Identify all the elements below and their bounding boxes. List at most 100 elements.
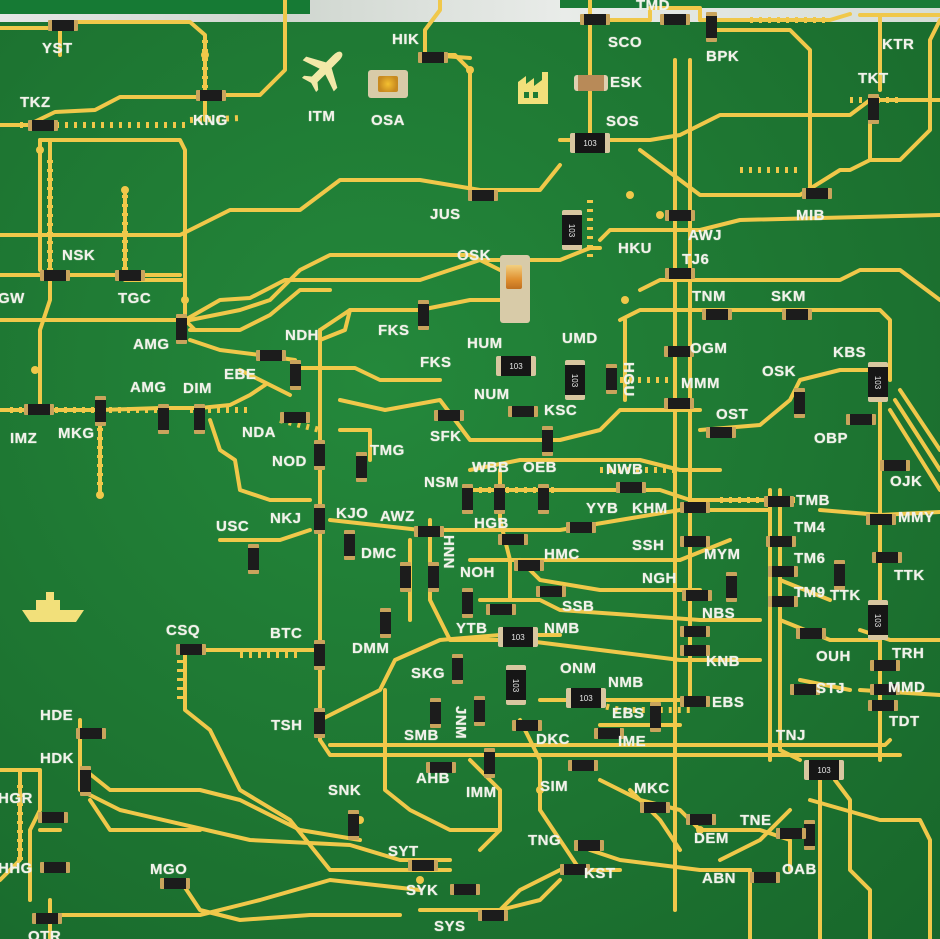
smd-chip-sys <box>478 910 508 921</box>
smd-chip-hmc <box>514 560 544 571</box>
smd-chip-tdt <box>868 700 898 711</box>
resistor-marking: 103 <box>511 632 525 642</box>
smd-chip-tm6 <box>768 566 798 577</box>
smd-chip-imm <box>484 748 495 778</box>
label-nbs: NBS <box>702 605 736 622</box>
smd-chip-jnm <box>474 696 485 726</box>
label-ttk-a: TTK <box>894 567 925 584</box>
smd-chip-ime <box>594 728 624 739</box>
smd-chip-ouh <box>796 628 826 639</box>
label-hku: HKU <box>618 240 652 257</box>
label-obp: OBP <box>814 430 849 447</box>
smd-chip-mgo <box>160 878 190 889</box>
label-ahb: AHB <box>416 770 450 787</box>
smd-chip-mkg <box>95 396 106 426</box>
label-ytb: YTB <box>456 620 488 637</box>
label-btc: BTC <box>270 625 303 642</box>
label-fks-mid: FKS <box>420 354 452 371</box>
label-hmc: HMC <box>544 546 580 563</box>
smd-chip-usc <box>248 544 259 574</box>
label-nod: NOD <box>272 453 307 470</box>
resistor-marking: 103 <box>583 138 597 148</box>
resistor-nmb-b: 103 <box>566 688 606 708</box>
label-dmc: DMC <box>361 545 397 562</box>
label-tj6: TJ6 <box>682 251 710 268</box>
label-snk: SNK <box>328 782 362 799</box>
label-tkt: TKT <box>858 70 889 87</box>
resistor-ttk: 103 <box>868 600 888 640</box>
label-stj: STJ <box>816 680 846 697</box>
smd-chip-tkz <box>28 120 58 131</box>
resistor-marking: 103 <box>579 693 593 703</box>
label-tmg: TMG <box>370 442 405 459</box>
smd-chip-tmg <box>356 452 367 482</box>
resistor-sos: 103 <box>570 133 610 153</box>
label-awj: AWJ <box>688 227 723 244</box>
label-awz: AWZ <box>380 508 415 525</box>
label-ksc: KSC <box>544 402 578 419</box>
label-trh: TRH <box>892 645 925 662</box>
smd-chip-mmd <box>870 684 900 695</box>
label-ngh: NGH <box>642 570 677 587</box>
smd-chip-ngh <box>536 586 566 597</box>
label-syt: SYT <box>388 843 419 860</box>
label-tsh: TSH <box>271 717 303 734</box>
smd-chip-nod <box>314 440 325 470</box>
smd-chip-awj <box>665 210 695 221</box>
factory-icon <box>518 72 548 104</box>
label-skg: SKG <box>411 665 446 682</box>
label-noh: NOH <box>460 564 495 581</box>
smd-chip-trh <box>870 660 900 671</box>
smd-chip-hgb <box>498 534 528 545</box>
label-mkc: MKC <box>634 780 670 797</box>
smd-chip-abn <box>750 872 780 883</box>
smd-chip-skg <box>452 654 463 684</box>
led-osa <box>368 70 408 98</box>
label-tm6: TM6 <box>794 550 826 567</box>
smd-chip-nbs-a <box>682 590 712 601</box>
smd-chip-khm <box>680 502 710 513</box>
label-mkg: MKG <box>58 425 95 442</box>
label-gw: GW <box>0 290 25 307</box>
label-mym: MYM <box>704 546 741 563</box>
smd-chip-ost <box>706 427 736 438</box>
board-edge-green <box>0 0 310 14</box>
label-abn: ABN <box>702 870 736 887</box>
label-ebs-b: EBS <box>712 694 745 711</box>
label-nsm: NSM <box>424 474 459 491</box>
label-jnm: JNM <box>452 706 469 740</box>
resistor-marking: 103 <box>817 765 831 775</box>
resistor-marking: 103 <box>873 375 883 389</box>
label-usc: USC <box>216 518 250 535</box>
label-mib: MIB <box>796 207 825 224</box>
label-hgr: HGR <box>0 790 33 807</box>
smd-chip-nsm <box>462 484 473 514</box>
label-num: NUM <box>474 386 510 403</box>
smd-chip-fks <box>418 300 429 330</box>
smd-chip-hnn <box>428 562 439 592</box>
smd-chip-wbb <box>494 484 505 514</box>
label-nmb-b: NMB <box>608 674 644 691</box>
smd-chip-ojk <box>880 460 910 471</box>
label-hum: HUM <box>467 335 503 352</box>
label-tgc: TGC <box>118 290 152 307</box>
smd-chip-ssh <box>680 536 710 547</box>
label-dkc: DKC <box>536 731 570 748</box>
label-osa: OSA <box>371 112 406 129</box>
smd-chip-ndh <box>290 360 301 390</box>
smd-chip-hhg <box>40 862 70 873</box>
capacitor-esk <box>574 75 608 91</box>
smd-chip-tm4 <box>766 536 796 547</box>
label-syk: SYK <box>406 882 439 899</box>
smd-chip-hde <box>76 728 106 739</box>
label-mgo: MGO <box>150 861 188 878</box>
smd-chip-syk <box>450 884 480 895</box>
smd-chip-kng <box>196 90 226 101</box>
smd-chip-hik <box>418 52 448 63</box>
smd-chip-btc <box>314 640 325 670</box>
smd-chip-dim <box>194 404 205 434</box>
smd-chip-syt <box>408 860 438 871</box>
label-ttk-b: TTK <box>830 587 861 604</box>
smd-chip-mmm <box>664 398 694 409</box>
